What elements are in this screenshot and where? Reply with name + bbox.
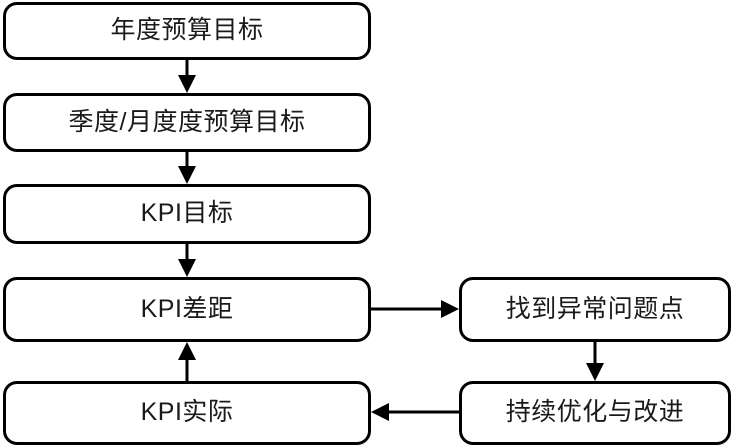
node-label-find-abnormal-issue: 找到异常问题点 xyxy=(505,294,685,323)
node-kpi-actual[interactable]: KPI实际 xyxy=(3,381,371,445)
edge-kpi-goal-to-kpi-gap xyxy=(178,244,196,277)
node-quarterly-monthly-budget-goal[interactable]: 季度/月度度预算目标 xyxy=(3,93,371,152)
edge-find-abnormal-to-optimization xyxy=(586,342,604,381)
node-label-quarterly-monthly-budget-goal: 季度/月度度预算目标 xyxy=(68,107,306,136)
edge-optimization-to-kpi-actual xyxy=(371,403,459,421)
node-kpi-gap[interactable]: KPI差距 xyxy=(3,277,371,342)
node-find-abnormal-issue[interactable]: 找到异常问题点 xyxy=(459,277,731,342)
node-label-kpi-gap: KPI差距 xyxy=(140,294,234,323)
edge-kpi-actual-to-kpi-gap xyxy=(178,342,196,381)
node-kpi-goal[interactable]: KPI目标 xyxy=(3,184,371,244)
edge-annual-to-quarterly xyxy=(178,60,196,93)
node-label-kpi-actual: KPI实际 xyxy=(140,398,234,427)
edge-quarterly-to-kpi-goal xyxy=(178,152,196,184)
edge-kpi-gap-to-find-abnormal xyxy=(371,300,459,318)
node-label-continuous-optimization: 持续优化与改进 xyxy=(505,398,685,427)
node-label-annual-budget-goal: 年度预算目标 xyxy=(110,16,264,45)
node-annual-budget-goal[interactable]: 年度预算目标 xyxy=(3,2,371,60)
node-label-kpi-goal: KPI目标 xyxy=(140,199,234,228)
node-continuous-optimization[interactable]: 持续优化与改进 xyxy=(459,381,731,445)
